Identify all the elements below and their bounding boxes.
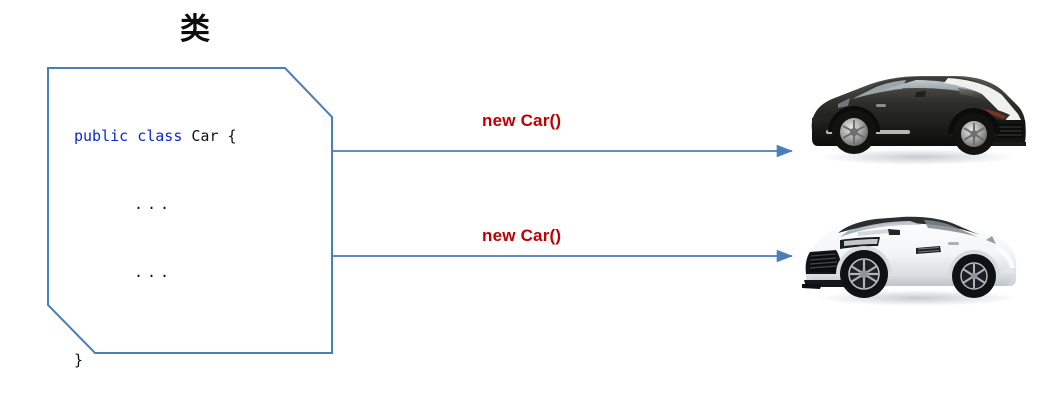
white-sports-car-image — [800, 196, 1032, 308]
code-line-declaration: public class Car { — [74, 126, 237, 164]
code-plain: ... — [134, 195, 174, 213]
code-plain: ... — [134, 263, 174, 281]
black-sports-car-image — [798, 58, 1030, 166]
code-line-ellipsis-1: ... — [74, 194, 237, 232]
code-plain: Car { — [191, 127, 237, 145]
class-box-outline — [47, 67, 333, 354]
diagram-canvas: 类 — [47, 12, 1032, 369]
diagram-vector-layer — [47, 67, 793, 354]
arrow-label-new-car-1: new Car() — [482, 111, 562, 130]
code-line-closing-brace: } — [74, 330, 237, 388]
class-source-code: public class Car { ... ... } — [74, 96, 237, 418]
class-title-label: 类 — [180, 12, 210, 47]
code-keyword: public class — [74, 127, 192, 145]
code-plain: } — [74, 351, 84, 369]
arrow-label-new-car-2: new Car() — [482, 226, 562, 245]
code-line-ellipsis-2: ... — [74, 262, 237, 300]
